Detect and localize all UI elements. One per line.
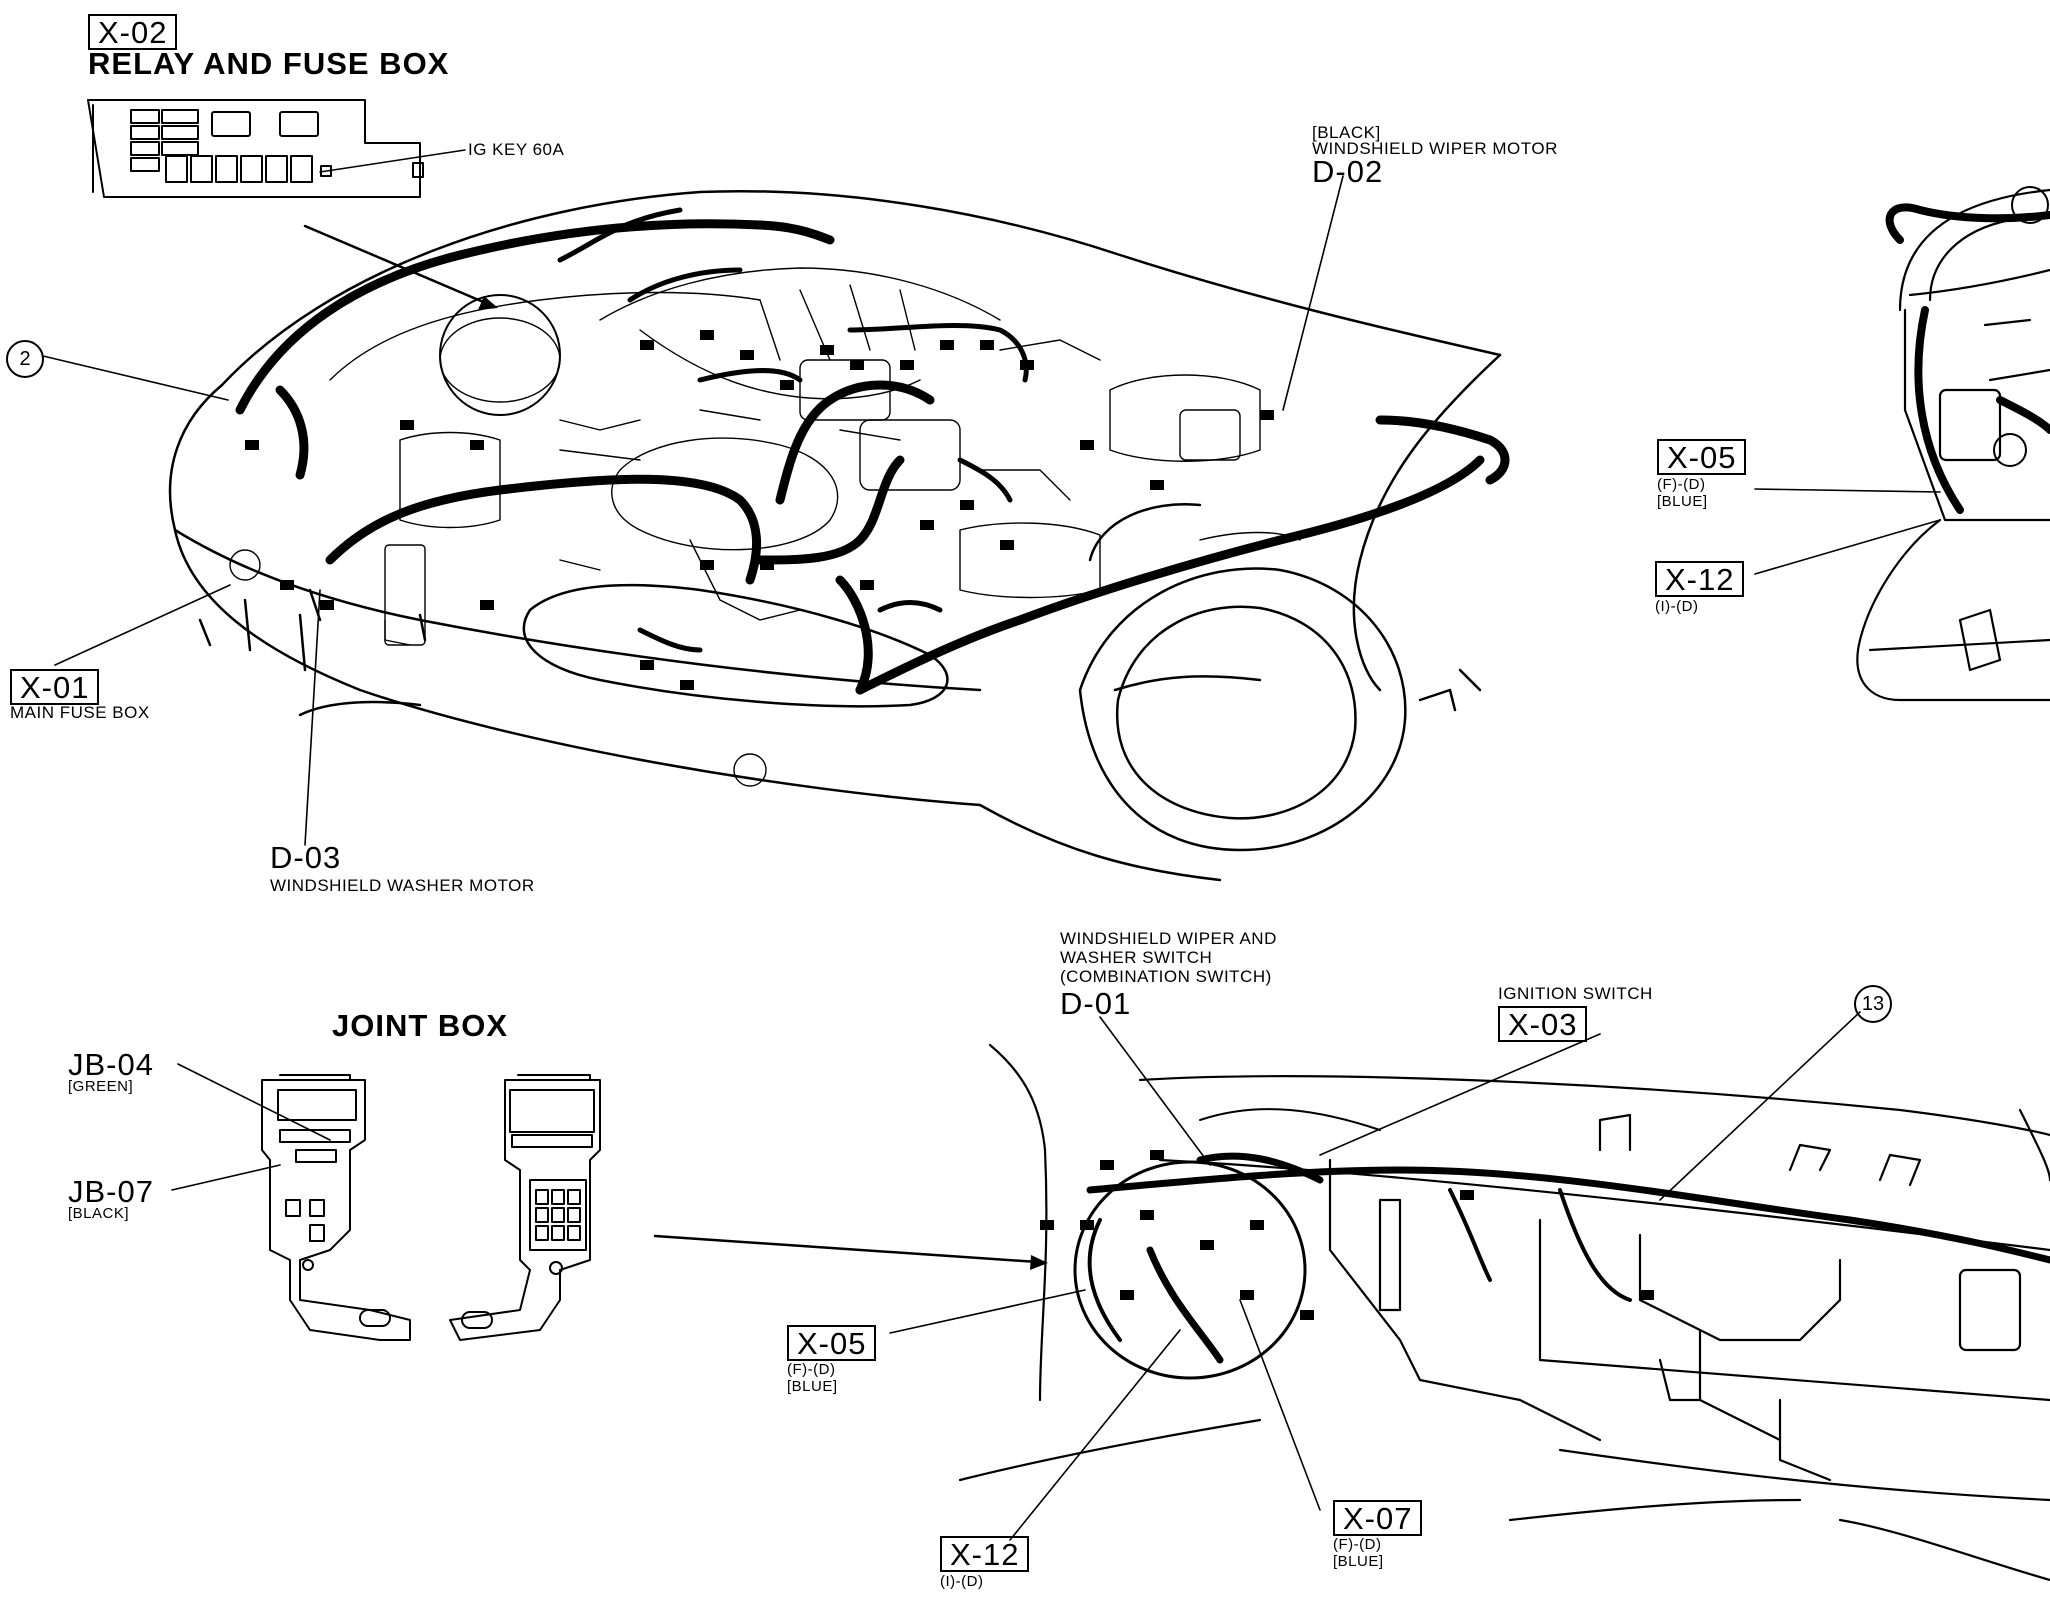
washer-motor-code: D-03 [270, 840, 342, 875]
combination-switch-line2: WASHER SWITCH [1060, 948, 1213, 967]
jb04-color: [GREEN] [68, 1078, 134, 1095]
ignition-switch-name: IGNITION SWITCH [1498, 984, 1653, 1003]
jb04-code: JB-04 [68, 1047, 154, 1082]
main-fuse-box-name: MAIN FUSE BOX [10, 703, 150, 722]
wiper-motor-color: [BLACK] [1312, 123, 1381, 142]
engine-bay-drawing [168, 189, 1510, 882]
x12-bottom-pin: (I)-(D) [940, 1573, 984, 1590]
callout-circle-2: 2 [6, 340, 44, 378]
x07-color: [BLUE] [1333, 1553, 1384, 1570]
combination-switch-code: D-01 [1060, 986, 1132, 1021]
x05-bottom-code: X-05 [787, 1325, 877, 1361]
jb07-code: JB-07 [68, 1174, 154, 1209]
x05-top-code: X-05 [1657, 439, 1747, 475]
combination-switch-line3: (COMBINATION SWITCH) [1060, 967, 1272, 986]
joint-box-drawing [261, 1074, 601, 1341]
callout-circle-13: 13 [1854, 985, 1892, 1023]
x05-bottom-color: [BLUE] [787, 1378, 838, 1395]
relay-fuse-box-title: RELAY AND FUSE BOX [88, 46, 450, 81]
jb07-color: [BLACK] [68, 1205, 130, 1222]
main-fuse-box-code: X-01 [10, 669, 100, 705]
x12-bottom-code: X-12 [940, 1536, 1030, 1572]
x12-top-code: X-12 [1655, 561, 1745, 597]
arrows [303, 224, 1040, 1264]
x05-top-pin: (F)-(D) [1657, 476, 1706, 493]
washer-motor-name: WINDSHIELD WASHER MOTOR [270, 876, 535, 895]
joint-box-title: JOINT BOX [332, 1008, 509, 1043]
upper-right-detail-drawing [1856, 186, 2050, 702]
ignition-switch-code: X-03 [1498, 1006, 1588, 1042]
relay-fuse-box-drawing [87, 99, 466, 198]
dashboard-harness-drawing [958, 1043, 2050, 1582]
combination-switch-line1: WINDSHIELD WIPER AND [1060, 929, 1277, 948]
x05-top-color: [BLUE] [1657, 493, 1708, 510]
relay-fuse-box-code: X-02 [88, 14, 178, 50]
x12-top-pin: (I)-(D) [1655, 598, 1699, 615]
wiper-motor-code: D-02 [1312, 154, 1384, 189]
leader-lines [42, 175, 1941, 1541]
x07-pin: (F)-(D) [1333, 1536, 1382, 1553]
wiper-motor-name: WINDSHIELD WIPER MOTOR [1312, 139, 1558, 158]
ig-key-label: IG KEY 60A [468, 140, 565, 159]
x07-code: X-07 [1333, 1500, 1423, 1536]
x05-bottom-pin: (F)-(D) [787, 1361, 836, 1378]
